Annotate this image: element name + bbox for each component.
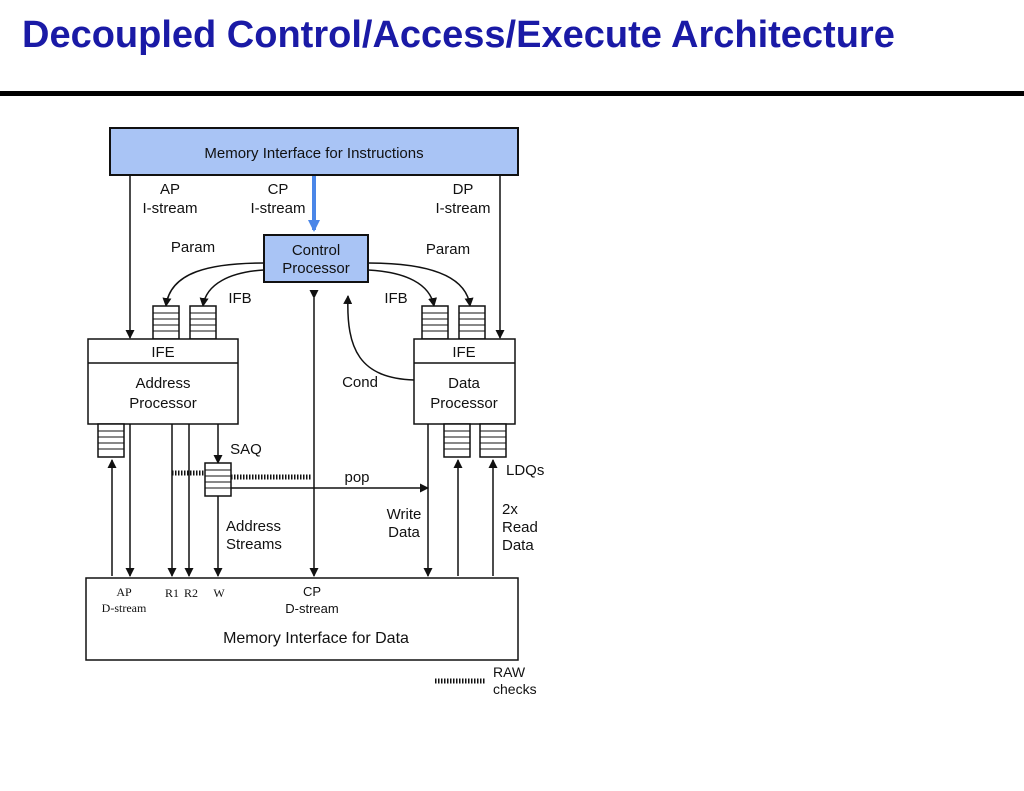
address-processor: IFE Address Processor [87,338,239,425]
ap-istream-label-1: AP [160,181,180,198]
memory-interface-data-label: Memory Interface for Data [223,630,409,647]
ldq-2 [479,423,507,458]
ife-right-label: IFE [452,344,475,361]
slide-title: Decoupled Control/Access/Execute Archite… [22,14,895,56]
pop-label: pop [344,469,369,486]
ap-dstream-label-1: AP [116,585,132,599]
ap-dstream-label-2: D-stream [102,601,147,615]
dp-istream-label-1: DP [453,181,474,198]
w-label: W [213,586,225,600]
memory-interface-instructions-label: Memory Interface for Instructions [204,145,423,162]
address-streams-label-1: Address [226,518,281,535]
param-left-label: Param [171,239,215,256]
cond-label: Cond [342,374,378,391]
address-streams-label-2: Streams [226,536,282,553]
param-right-label: Param [426,241,470,258]
ap-dstream-queue [97,423,125,458]
address-processor-label-2: Processor [129,395,197,412]
ifb-left-label: IFB [228,290,251,307]
param-queue-left [152,305,180,340]
ldq-1 [443,423,471,458]
title-divider [0,91,1024,96]
ifb-left-arrow [199,269,265,307]
param-right-arrow [367,262,474,307]
ife-left-label: IFE [151,344,174,361]
ifb-queue-right [421,305,449,340]
ifb-right-arrow [367,269,437,307]
cp-istream-label-1: CP [268,181,289,198]
cp-istream-label-2: I-stream [250,200,305,217]
ap-istream-label-2: I-stream [142,200,197,217]
read-data-label-3: Data [502,537,534,554]
param-queue-right [458,305,486,340]
raw-checks-label-2: checks [493,681,537,697]
address-processor-label-1: Address [135,375,190,392]
read-data-label-1: 2x [502,501,518,518]
r2-label: R2 [184,586,198,600]
ifb-queue-left [189,305,217,340]
cp-dstream-label-1: CP [303,584,321,599]
raw-checks-legend: RAW checks [435,664,537,697]
data-processor-label-1: Data [448,375,480,392]
ifb-right-label: IFB [384,290,407,307]
data-processor: IFE Data Processor [413,338,516,425]
saq-queue [204,462,232,497]
read-data-label-2: Read [502,519,538,536]
cp-dstream-label-2: D-stream [285,601,338,616]
r1-label: R1 [165,586,179,600]
ldqs-label: LDQs [506,462,544,479]
memory-interface-data: AP D-stream R1 R2 W CP D-stream Memory I… [85,577,519,661]
raw-checks-label-1: RAW [493,664,526,680]
control-processor-label-1: Control [292,242,340,259]
control-processor: Control Processor [263,234,369,283]
write-data-label-2: Data [388,524,420,541]
dp-istream-label-2: I-stream [435,200,490,217]
write-data-label-1: Write [387,506,422,523]
cond-arrow [343,295,415,381]
saq-label: SAQ [230,441,262,458]
data-processor-label-2: Processor [430,395,498,412]
memory-interface-instructions: Memory Interface for Instructions [109,127,519,176]
param-left-arrow [162,262,265,307]
control-processor-label-2: Processor [282,260,350,277]
